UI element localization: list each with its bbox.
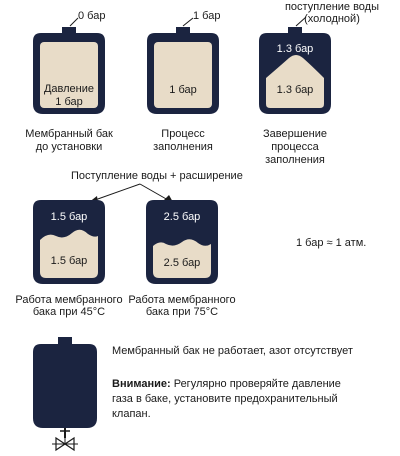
expansion-label: Поступление воды + расширение — [71, 170, 243, 182]
tank-5-water-label: 2.5 бар — [163, 257, 201, 269]
tank-4-caption-1: Работа мембранного — [15, 294, 123, 306]
tank-1-pressure-label: 0 бар — [78, 10, 106, 22]
tank-5-caption-2: бака при 75°C — [145, 306, 219, 318]
tank-1-valve — [62, 27, 76, 35]
tank-5-caption-1: Работа мембранного — [128, 294, 236, 306]
tank-6-valve — [58, 337, 72, 345]
tank-3-caption-1: Завершение — [263, 128, 327, 140]
tank-1-inner-label-1: Давление — [43, 83, 95, 95]
tank-3-pointer — [295, 16, 307, 27]
tank-4 — [33, 200, 105, 284]
tank-3-water-in-label-1: поступление воды — [284, 1, 380, 13]
tank-3-water — [266, 55, 324, 108]
tank-4-water-label: 1.5 бар — [50, 255, 88, 267]
tank-4-gas-label: 1.5 бар — [50, 211, 88, 223]
tank-4-caption-2: бака при 45°C — [32, 306, 106, 318]
tank-6 — [33, 337, 97, 452]
safety-valve-icon — [52, 428, 78, 452]
tank-5-water — [153, 239, 211, 278]
tank-1-caption-2: до установки — [35, 141, 103, 153]
tank-2-pressure-label: 1 бар — [193, 10, 221, 22]
tank-6-body — [33, 344, 97, 428]
tank-3-caption-2: процесса — [271, 141, 319, 153]
tank-2-caption-1: Процесс — [161, 128, 205, 140]
tank-6-status: Мембранный бак не работает, азот отсутст… — [112, 345, 353, 357]
tank-1-caption-1: Мембранный бак — [25, 128, 113, 140]
tank-2-inner-label: 1 бар — [169, 84, 197, 96]
tank-3-valve — [288, 27, 302, 35]
warning-line-1: Внимание: Регулярно проверяйте давление — [112, 378, 341, 391]
tank-1-inner-label-2: 1 бар — [55, 96, 83, 108]
warning-text-1: Регулярно проверяйте давление — [170, 378, 341, 390]
tank-1-pointer — [69, 17, 79, 27]
tank-2-caption-2: заполнения — [153, 141, 213, 153]
tank-5 — [146, 200, 218, 284]
tank-3-water-in-label-2: (холодной) — [304, 13, 360, 25]
warning-title: Внимание: — [112, 378, 171, 390]
tank-2 — [147, 17, 219, 114]
warning-line-2: газа в баке, установите предохранительны… — [112, 393, 338, 405]
conversion-note: 1 бар ≈ 1 атм. — [296, 237, 367, 249]
tank-2-valve — [176, 27, 190, 35]
tank-3-water-label: 1.3 бар — [276, 84, 314, 96]
tank-1 — [33, 17, 105, 114]
tank-2-inner — [154, 42, 212, 108]
tank-1-inner — [40, 42, 98, 108]
tank-2-pointer — [182, 17, 194, 27]
tank-3-caption-3: заполнения — [265, 154, 325, 166]
tank-5-gas-label: 2.5 бар — [163, 211, 201, 223]
tank-4-water — [40, 229, 98, 278]
warning-line-3: клапан. — [112, 408, 151, 420]
tank-3 — [259, 16, 331, 114]
tank-3-gas-label: 1.3 бар — [276, 43, 314, 55]
